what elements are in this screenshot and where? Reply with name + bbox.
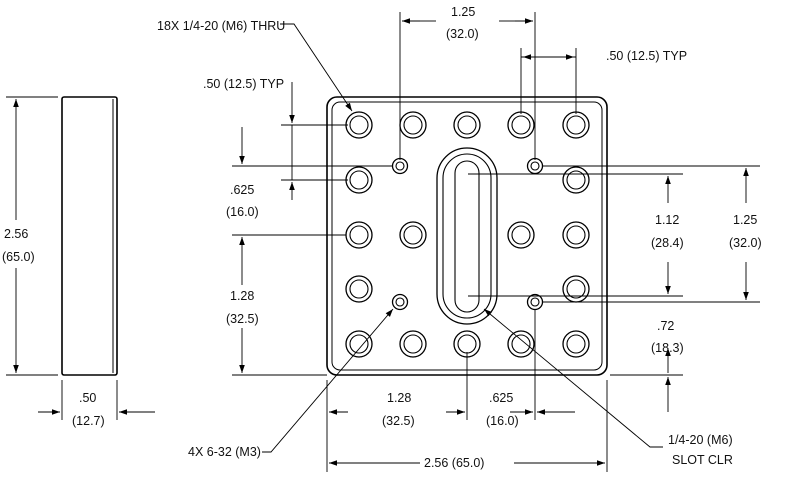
- thru-hole: [562, 111, 590, 139]
- top-pitch-dimension: 1.25 (32.0): [399, 5, 536, 160]
- thru-hole: [399, 111, 427, 139]
- side-view: [61, 96, 118, 376]
- thru-hole: [507, 111, 535, 139]
- bottom-offset2-mm: (16.0): [486, 414, 519, 428]
- slot-length-inch: 1.12: [655, 213, 679, 227]
- left-vertical-dimension: 1.28 (32.5): [226, 234, 346, 376]
- small-hole-offset-dimension: .625 (16.0): [226, 127, 392, 219]
- slot-callout-line2: SLOT CLR: [672, 453, 733, 467]
- bottom-offset-inch: .72: [657, 319, 674, 333]
- overall-width-dimension: 2.56 (65.0): [329, 380, 608, 472]
- thru-hole-callout-text: 18X 1/4-20 (M6) THRU: [157, 19, 285, 33]
- small-hole: [526, 157, 544, 175]
- left-vertical-inch: 1.28: [230, 289, 254, 303]
- slot: [436, 147, 498, 325]
- thru-hole: [345, 330, 373, 358]
- bottom-offset-mm: (18.3): [651, 341, 684, 355]
- side-height-mm: (65.0): [2, 250, 35, 264]
- thru-hole: [345, 275, 373, 303]
- thru-hole-callout: 18X 1/4-20 (M6) THRU: [157, 19, 353, 112]
- small-hole-callout-text: 4X 6-32 (M3): [188, 445, 261, 459]
- thru-hole: [453, 111, 481, 139]
- bottom-offset-dimension: .72 (18.3): [610, 319, 684, 412]
- small-hole-callout: 4X 6-32 (M3): [188, 308, 394, 459]
- typ-right-dimension: .50 (12.5) TYP: [520, 48, 687, 114]
- bottom-center-inch: 1.28: [387, 391, 411, 405]
- thru-hole: [507, 221, 535, 249]
- small-hole-offset-mm: (16.0): [226, 205, 259, 219]
- thru-hole: [507, 330, 535, 358]
- thru-hole: [399, 221, 427, 249]
- right-pitch-dimension: 1.25 (32.0): [543, 165, 762, 303]
- typ-left-text: .50 (12.5) TYP: [203, 77, 284, 91]
- top-pitch-mm: (32.0): [446, 27, 479, 41]
- small-hole: [391, 157, 409, 175]
- thru-hole: [345, 221, 373, 249]
- side-height-inch: 2.56: [4, 227, 28, 241]
- small-hole: [391, 293, 409, 311]
- thru-hole: [562, 166, 590, 194]
- right-pitch-inch: 1.25: [733, 213, 757, 227]
- typ-right-text: .50 (12.5) TYP: [606, 49, 687, 63]
- small-hole-offset-inch: .625: [230, 183, 254, 197]
- top-pitch-inch: 1.25: [451, 5, 475, 19]
- bottom-offset2-dimension: .625 (16.0): [486, 310, 575, 428]
- thru-hole: [562, 221, 590, 249]
- thickness-dimension: .50 (12.7): [38, 380, 155, 428]
- slot-length-mm: (28.4): [651, 236, 684, 250]
- thru-hole: [399, 330, 427, 358]
- thru-hole: [345, 166, 373, 194]
- left-vertical-mm: (32.5): [226, 312, 259, 326]
- typ-left-dimension: .50 (12.5) TYP: [203, 77, 348, 200]
- bottom-center-dimension: 1.28 (32.5): [326, 352, 468, 472]
- small-hole: [526, 293, 544, 311]
- thru-hole: [345, 111, 373, 139]
- slot-callout: 1/4-20 (M6) SLOT CLR: [483, 308, 733, 467]
- bottom-center-mm: (32.5): [382, 414, 415, 428]
- slot-length-dimension: 1.12 (28.4): [468, 173, 684, 297]
- thickness-inch: .50: [79, 391, 96, 405]
- small-holes: [391, 157, 544, 311]
- slot-callout-line1: 1/4-20 (M6): [668, 433, 733, 447]
- thru-hole: [562, 275, 590, 303]
- bottom-offset2-inch: .625: [489, 391, 513, 405]
- thickness-mm: (12.7): [72, 414, 105, 428]
- overall-width-text: 2.56 (65.0): [424, 456, 484, 470]
- thru-holes: [345, 111, 590, 358]
- side-height-dimension: 2.56 (65.0): [2, 96, 58, 376]
- right-pitch-mm: (32.0): [729, 236, 762, 250]
- thru-hole: [562, 330, 590, 358]
